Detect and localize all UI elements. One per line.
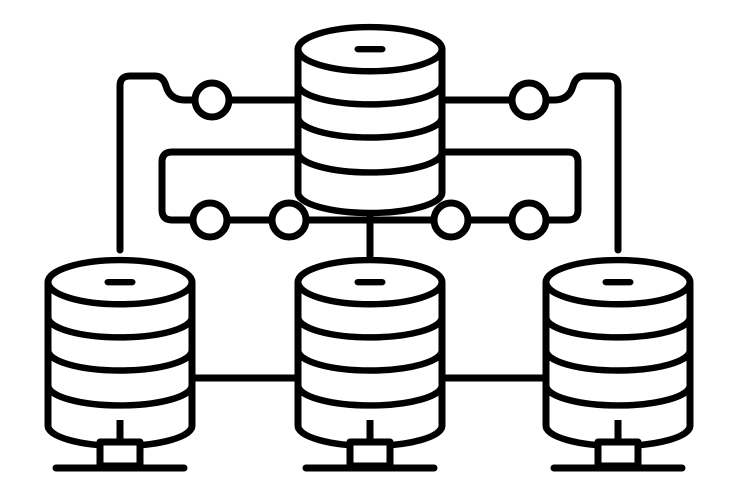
node-upper-left bbox=[191, 79, 233, 121]
database-icon-top bbox=[298, 27, 442, 213]
node-inner-1 bbox=[189, 199, 231, 241]
node-inner-2 bbox=[268, 199, 310, 241]
database-icon-bottom-left bbox=[48, 260, 192, 446]
node-upper-right bbox=[508, 79, 550, 121]
database-icon-bottom-center bbox=[298, 260, 442, 446]
right-outer-connector bbox=[542, 72, 622, 254]
left-outer-connector bbox=[116, 72, 199, 254]
node-inner-3 bbox=[430, 199, 472, 241]
database-icon-bottom-right bbox=[546, 260, 690, 446]
node-inner-4 bbox=[508, 199, 550, 241]
